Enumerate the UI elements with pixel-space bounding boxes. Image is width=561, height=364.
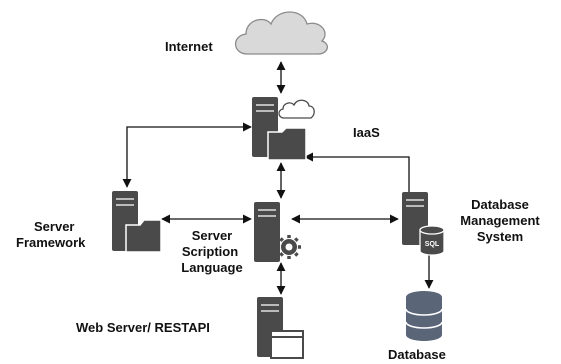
label-internet: Internet	[165, 39, 213, 54]
label-dbms-line2: Management	[460, 213, 540, 228]
connector-iaas-framework	[122, 122, 252, 188]
server-with-folder-icon	[112, 191, 162, 253]
label-server-framework-line1: Server	[34, 219, 74, 234]
database-cylinder-icon	[405, 291, 443, 341]
label-scripting-line2: Scription	[182, 244, 238, 259]
label-dbms-line1: Database	[471, 197, 529, 212]
connector-dbms-iaas	[304, 152, 410, 192]
label-server-framework-line2: Framework	[16, 235, 86, 250]
label-web-server: Web Server/ RESTAPI	[76, 320, 210, 335]
server-with-cloud-and-folder-icon	[252, 97, 315, 161]
label-dbms-line3: System	[477, 229, 523, 244]
label-iaas: IaaS	[353, 125, 380, 140]
connectors	[122, 61, 434, 295]
label-scripting-line3: Language	[181, 260, 242, 275]
label-scripting-line1: Server	[192, 228, 232, 243]
cloud-icon	[234, 11, 328, 55]
server-with-sql-database-icon: SQL	[402, 192, 445, 256]
server-with-gear-icon	[254, 202, 301, 262]
label-database: Database	[388, 347, 446, 362]
sql-badge: SQL	[425, 241, 440, 248]
server-with-browser-window-icon	[257, 297, 304, 359]
